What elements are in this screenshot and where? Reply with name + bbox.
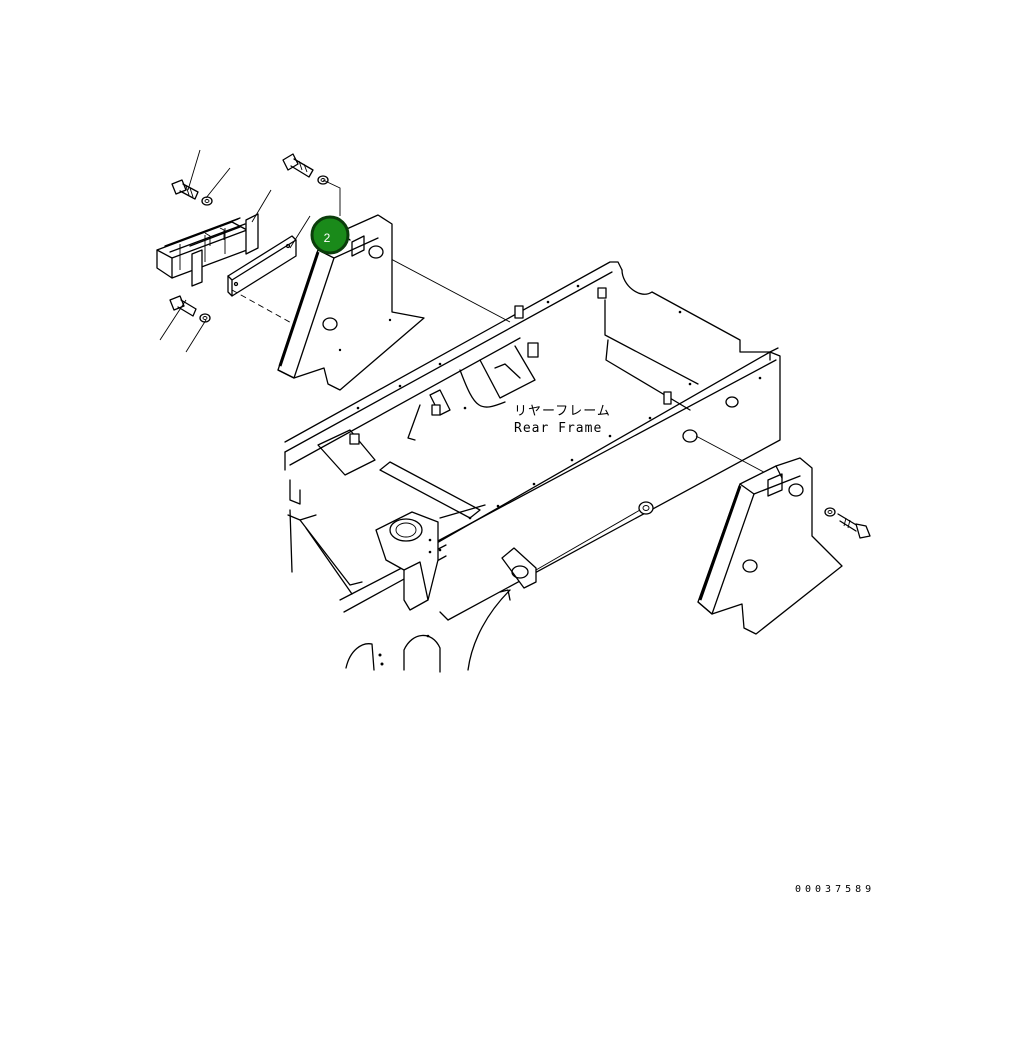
left-counterweight-bracket (277, 214, 425, 391)
callout-number: 2 (324, 231, 331, 245)
right-washer (824, 507, 836, 517)
frame-label-jp: リヤーフレーム (514, 404, 611, 419)
frame-label-en: Rear Frame (514, 421, 602, 436)
callout-marker-2[interactable]: 2 (310, 215, 350, 255)
right-bolt (837, 513, 871, 539)
right-counterweight-bracket (697, 457, 843, 635)
document-number: 00037589 (795, 884, 875, 895)
top-bolt (282, 153, 314, 178)
top-washer (317, 175, 329, 185)
mounting-plate (227, 235, 297, 297)
step-bracket (191, 213, 259, 287)
rear-frame (284, 261, 791, 673)
upper-left-washer (201, 196, 213, 206)
upper-left-bolt (171, 179, 199, 200)
lower-left-bolt (169, 295, 197, 317)
